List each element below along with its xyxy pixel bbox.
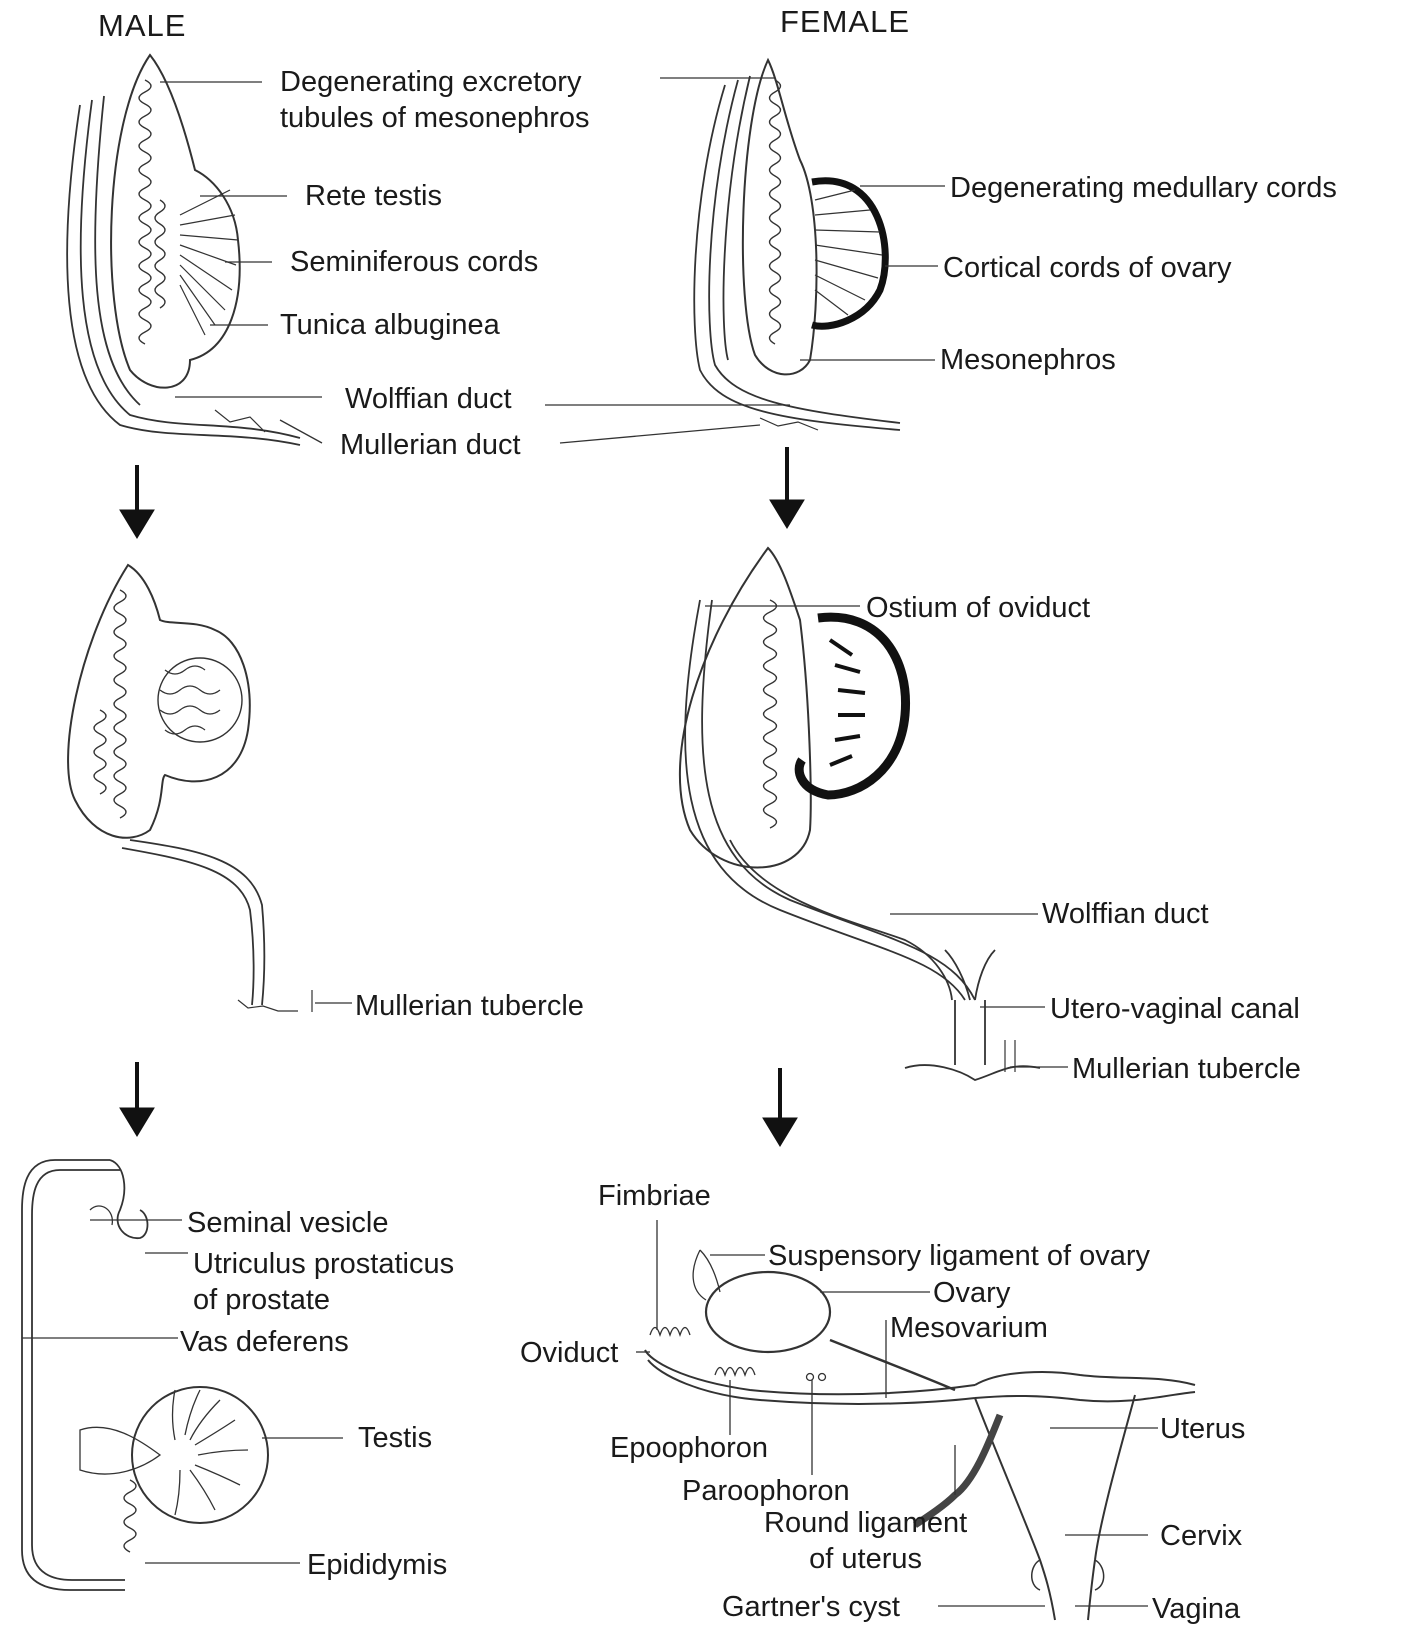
label-tunica-albuginea: Tunica albuginea [280,309,500,341]
label-gartners-cyst: Gartner's cyst [722,1591,900,1623]
label-cervix: Cervix [1160,1520,1242,1552]
label-degenerating-medullary-cords: Degenerating medullary cords [950,172,1337,204]
label-seminiferous-cords: Seminiferous cords [290,246,538,278]
label-oviduct: Oviduct [520,1337,618,1369]
label-utriculus-prostaticus: Utriculus prostaticus of prostate [193,1246,454,1318]
label-suspensory-ligament: Suspensory ligament of ovary [768,1240,1150,1272]
development-arrows [120,447,804,1146]
label-ovary: Ovary [933,1277,1010,1309]
male-stage1-drawing [67,55,300,445]
label-utero-vaginal-canal: Utero-vaginal canal [1050,993,1300,1025]
label-epoophoron: Epoophoron [610,1432,768,1464]
label-ostium-of-oviduct: Ostium of oviduct [866,592,1090,624]
male-heading: MALE [98,10,186,42]
female-heading: FEMALE [780,6,910,38]
label-mesovarium: Mesovarium [890,1312,1048,1344]
female-stage2-drawing [680,548,1040,1080]
label-degenerating-excretory-tubules: Degenerating excretory tubules of mesone… [280,64,590,136]
label-paroophoron: Paroophoron [682,1475,850,1507]
label-epididymis: Epididymis [307,1549,447,1581]
label-vagina: Vagina [1152,1593,1240,1625]
male-stage2-drawing [68,565,312,1012]
label-vas-deferens: Vas deferens [180,1326,349,1358]
label-uterus: Uterus [1160,1413,1245,1445]
label-rete-testis: Rete testis [305,180,442,212]
label-mullerian-tubercle-female: Mullerian tubercle [1072,1053,1301,1085]
label-seminal-vesicle: Seminal vesicle [187,1207,388,1239]
label-fimbriae: Fimbriae [598,1180,711,1212]
label-mullerian-tubercle-male: Mullerian tubercle [355,990,584,1022]
label-mesonephros: Mesonephros [940,344,1116,376]
label-testis: Testis [358,1422,432,1454]
label-cortical-cords-of-ovary: Cortical cords of ovary [943,252,1232,284]
female-stage1-drawing [694,60,900,430]
female-stage2-leaders [705,606,1068,1067]
label-wolffian-duct-female: Wolffian duct [1042,898,1209,930]
label-mullerian-duct: Mullerian duct [340,429,521,461]
label-round-ligament: Round ligament of uterus [764,1505,967,1577]
label-wolffian-duct-male: Wolffian duct [345,383,512,415]
